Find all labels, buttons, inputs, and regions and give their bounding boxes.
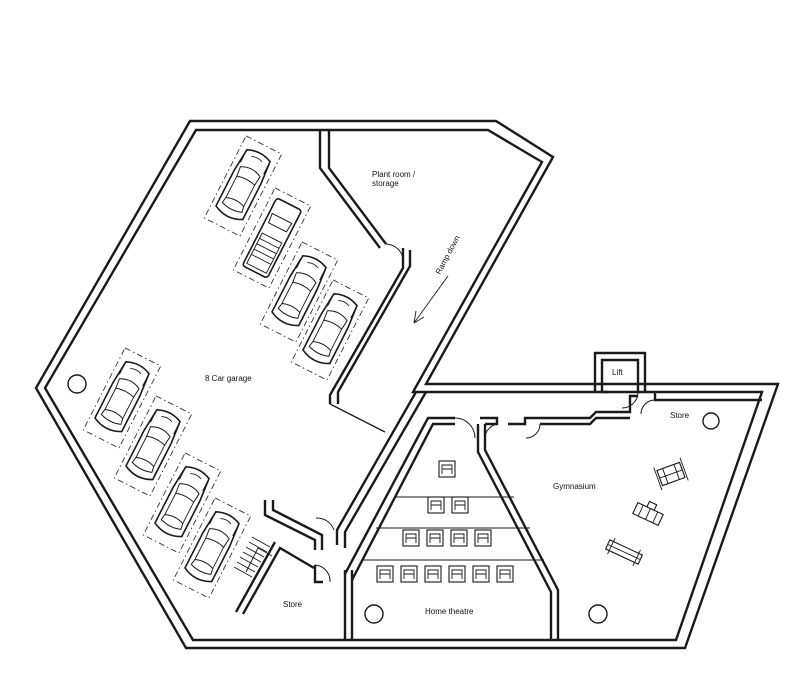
gym-machine-icon [604,537,644,567]
column-circle-icon [588,604,608,624]
theatre-seat-icon [424,565,442,583]
car-icon [241,196,303,280]
columns [67,374,720,624]
home-theatre-label: Home theatre [425,607,474,616]
column-circle-icon [702,412,720,430]
theatre-seating [362,460,544,583]
gym-equipment [604,457,689,567]
theatre-seat-icon [448,565,466,583]
column-circle-icon [364,604,384,624]
lift-label: Lift [612,368,623,377]
theatre-seat-icon [474,529,492,547]
parking-lower [82,347,252,599]
car-icon [152,462,213,541]
car-icon [92,357,153,436]
theatre-seat-icon [376,565,394,583]
theatre-seat-icon [427,496,445,514]
plant-room-label-2: storage [372,179,399,188]
arrow-down-left-icon [413,275,449,324]
gymnasium-label: Gymnasium [553,482,596,491]
stairs [233,536,273,578]
doors [314,243,656,641]
store-right-label: Store [670,411,690,420]
theatre-seat-icon [402,529,420,547]
theatre-seat-icon [451,496,469,514]
car-icon [123,405,184,484]
car-icon [182,507,243,586]
theatre-seat-icon [472,565,490,583]
garage-label: 8 Car garage [205,374,252,383]
gym-machine-icon [653,457,689,491]
ramp-label: Ramp down [434,234,462,276]
theatre-seat-icon [400,565,418,583]
gym-machine-icon [632,500,664,527]
theatre-seat-icon [496,565,514,583]
column-circle-icon [67,374,87,394]
outer-walls [34,119,780,650]
store-left-label: Store [283,600,303,609]
car-icon [213,145,274,224]
theatre-seat-icon [438,460,456,478]
parking-upper [203,135,370,381]
interior-walls [234,130,762,640]
theatre-seat-icon [450,529,468,547]
plant-room-label: Plant room / [372,170,416,179]
theatre-seat-icon [426,529,444,547]
